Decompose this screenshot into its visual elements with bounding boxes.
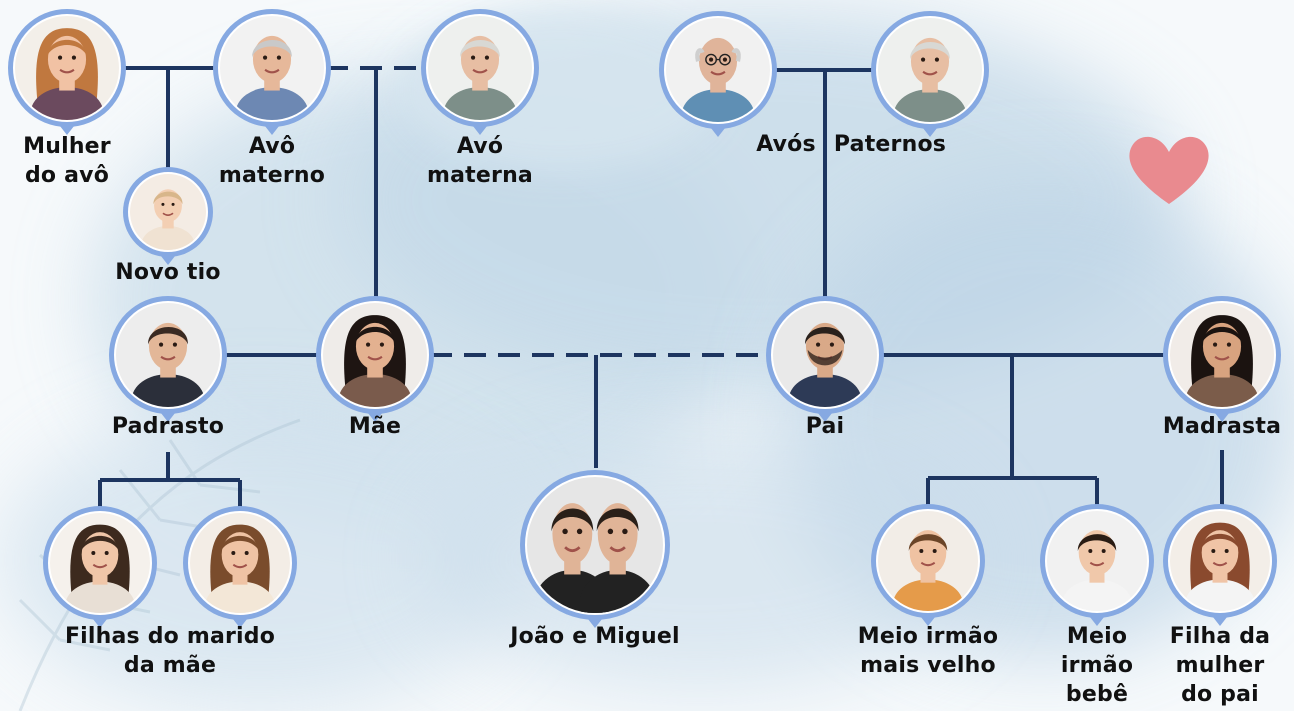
avatar-mulher-do-avo bbox=[8, 9, 126, 135]
toddler-boy-portrait bbox=[1045, 509, 1149, 613]
avatar-filha-marido-1 bbox=[43, 506, 157, 628]
baby-portrait bbox=[128, 172, 208, 252]
two-teen-boys-portrait bbox=[525, 475, 665, 615]
little-girl-curly-hair-portrait bbox=[188, 511, 292, 615]
woman-dark-hair-portrait bbox=[1168, 301, 1276, 409]
young-woman-portrait bbox=[13, 14, 121, 122]
label-novo-tio: Novo tio bbox=[115, 260, 221, 285]
woman-long-dark-hair-portrait bbox=[321, 301, 429, 409]
label-mae: Mãe bbox=[348, 414, 402, 439]
bearded-man-portrait bbox=[771, 301, 879, 409]
avatar-filha-mulher-pai bbox=[1163, 504, 1277, 626]
avatar-meio-irmao-velho bbox=[871, 504, 985, 626]
elderly-woman-portrait bbox=[426, 14, 534, 122]
label-joao-e-miguel: João e Miguel bbox=[510, 624, 680, 649]
girl-braids-portrait bbox=[48, 511, 152, 615]
label-padrasto: Padrasto bbox=[111, 414, 225, 439]
elderly-man-glasses-portrait bbox=[664, 16, 772, 124]
avatar-novo-tio bbox=[123, 167, 213, 265]
label-avos: Avós bbox=[756, 132, 816, 157]
elderly-woman-portrait bbox=[876, 16, 984, 124]
label-mulher-do-avo: Mulher do avô bbox=[23, 134, 111, 188]
avatar-padrasto bbox=[109, 296, 227, 422]
boy-portrait bbox=[876, 509, 980, 613]
avatar-filha-marido-2 bbox=[183, 506, 297, 628]
avatar-avo-paterno bbox=[659, 11, 777, 137]
label-avo-materna: Avó materna bbox=[427, 134, 533, 188]
grey-haired-man-portrait bbox=[218, 14, 326, 122]
man-in-suit-portrait bbox=[114, 301, 222, 409]
avatar-avo-materna bbox=[421, 9, 539, 135]
label-meio-irmao-bebe: Meio irmão bebê bbox=[1060, 624, 1134, 707]
label-filha-mulher-pai: Filha da mulher do pai bbox=[1169, 624, 1271, 707]
label-meio-irmao-velho: Meio irmão mais velho bbox=[857, 624, 999, 678]
avatar-mae bbox=[316, 296, 434, 422]
label-filhas-do-marido: Filhas do marido da mãe bbox=[64, 624, 276, 678]
girl-long-hair-portrait bbox=[1168, 509, 1272, 613]
avatar-joao-e-miguel bbox=[520, 470, 670, 628]
avatar-avo-paterna bbox=[871, 11, 989, 137]
heart-icon bbox=[1129, 136, 1209, 204]
avatar-avo-materno bbox=[213, 9, 331, 135]
avatar-madrasta bbox=[1163, 296, 1281, 422]
label-pai: Pai bbox=[805, 414, 845, 439]
label-avo-materno: Avô materno bbox=[218, 134, 326, 188]
avatar-pai bbox=[766, 296, 884, 422]
avatar-meio-irmao-bebe bbox=[1040, 504, 1154, 626]
label-madrasta: Madrasta bbox=[1162, 414, 1282, 439]
label-paternos: Paternos bbox=[833, 132, 947, 157]
